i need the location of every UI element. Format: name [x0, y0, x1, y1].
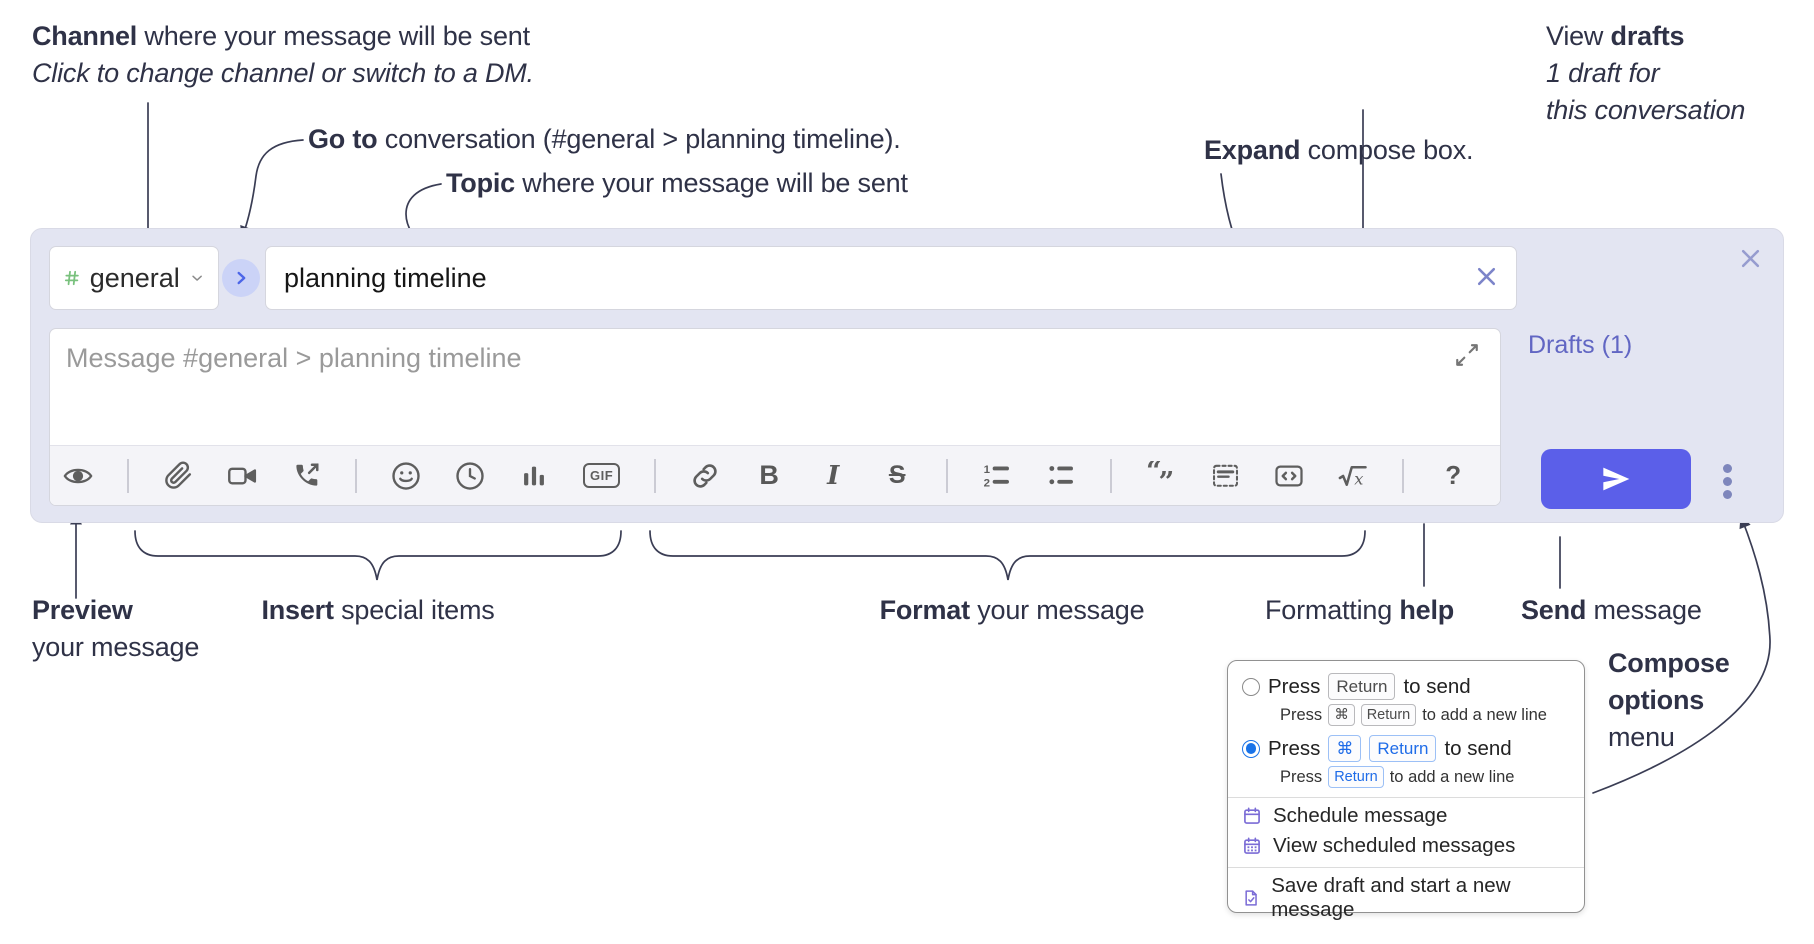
annotation-preview: Preview your message — [32, 595, 200, 662]
go-to-conversation-button[interactable] — [222, 259, 260, 297]
attach-paperclip-icon[interactable] — [163, 459, 193, 493]
time-clock-icon[interactable] — [455, 459, 485, 493]
channel-selector-label: general — [89, 262, 180, 293]
menu-item-schedule-message[interactable]: Schedule message — [1242, 804, 1570, 828]
calendar-icon — [1244, 807, 1260, 824]
svg-text:2: 2 — [983, 477, 989, 489]
option-return-sub: Press ⌘ Return to add a new line — [1280, 704, 1570, 726]
close-compose-icon[interactable] — [1737, 245, 1764, 277]
menu-item-save-draft[interactable]: Save draft and start a new message — [1242, 874, 1570, 922]
expand-compose-icon[interactable] — [1454, 342, 1480, 373]
key-return: Return — [1360, 704, 1417, 726]
radio-unselected-icon[interactable] — [1242, 677, 1260, 696]
insert-brace — [134, 530, 622, 581]
annotation-insert: Insert special items — [261, 595, 495, 625]
send-arrow-icon — [1603, 467, 1630, 491]
italic-icon[interactable]: I — [827, 460, 840, 491]
key-cmd: ⌘ — [1328, 735, 1362, 762]
spoiler-icon[interactable] — [1210, 459, 1240, 493]
send-button[interactable] — [1541, 449, 1691, 509]
gif-icon[interactable]: GIF — [583, 463, 621, 488]
draft-document-icon — [1245, 890, 1257, 906]
chevron-right-icon — [237, 271, 246, 285]
svg-text:”: ” — [1159, 466, 1175, 491]
annotation-topic: Topic where your message will be sent — [446, 168, 908, 198]
code-icon[interactable] — [1274, 459, 1304, 493]
menu-divider — [1228, 797, 1584, 798]
menu-divider — [1228, 867, 1584, 868]
option-cmd-return-sub: Press Return to add a new line — [1280, 766, 1570, 788]
numbered-list-icon[interactable]: 1 2 — [982, 459, 1012, 493]
toolbar-divider — [1110, 458, 1113, 493]
toolbar-divider — [654, 458, 657, 493]
key-return: Return — [1328, 766, 1384, 788]
strikethrough-icon[interactable]: S — [888, 461, 906, 489]
annotation-send: Send message — [1521, 595, 1702, 625]
compose-options-dots-icon[interactable] — [1717, 461, 1737, 501]
quote-icon[interactable]: “ ” — [1146, 459, 1176, 493]
help-icon[interactable]: ? — [1445, 460, 1462, 490]
annotation-channel: Channel where your message will be sent … — [32, 21, 534, 88]
toolbar-divider — [127, 458, 129, 493]
emoji-icon[interactable] — [391, 459, 421, 493]
message-input[interactable] — [50, 329, 1500, 445]
toolbar-divider — [1402, 458, 1405, 493]
toolbar-divider — [946, 458, 949, 493]
message-box: GIF B I S 1 2 — [49, 328, 1501, 506]
voice-call-icon[interactable] — [291, 459, 321, 493]
drafts-link[interactable]: Drafts (1) — [1528, 331, 1633, 359]
format-brace — [649, 530, 1366, 581]
topic-input[interactable] — [265, 246, 1517, 310]
video-call-icon[interactable] — [227, 459, 257, 493]
calendar-grid-icon — [1244, 837, 1260, 854]
svg-text:x: x — [1354, 469, 1363, 488]
compose-options-menu: Press Return to send Press ⌘ Return to a… — [1227, 660, 1585, 921]
chevron-down-icon — [192, 275, 202, 281]
poll-chart-icon[interactable] — [519, 459, 549, 493]
channel-selector[interactable]: general — [49, 246, 219, 310]
compose-box: general Drafts (1) — [30, 228, 1784, 523]
key-return: Return — [1328, 673, 1396, 700]
option-cmd-return-to-send[interactable]: Press ⌘ Return to send — [1242, 735, 1570, 762]
annotation-goto: Go to conversation (#general > planning … — [308, 124, 901, 154]
math-icon[interactable]: x — [1338, 459, 1368, 493]
topic-clear-icon[interactable] — [1473, 263, 1500, 295]
radio-selected-icon[interactable] — [1242, 739, 1260, 758]
menu-item-view-scheduled[interactable]: View scheduled messages — [1242, 834, 1570, 858]
goto-arrow — [240, 139, 304, 240]
channel-hash-icon — [64, 270, 79, 286]
annotation-formatting-help: Formatting help — [1265, 595, 1455, 625]
preview-eye-icon[interactable] — [63, 459, 93, 493]
key-cmd: ⌘ — [1328, 704, 1355, 726]
annotation-expand: Expand compose box. — [1204, 135, 1474, 165]
annotation-format: Format your message — [879, 595, 1145, 625]
compose-toolbar: GIF B I S 1 2 — [50, 445, 1500, 505]
bulleted-list-icon[interactable] — [1046, 459, 1076, 493]
option-return-to-send[interactable]: Press Return to send — [1242, 673, 1570, 700]
toolbar-divider — [355, 458, 357, 493]
link-icon[interactable] — [690, 459, 720, 493]
annotation-view-drafts: View drafts 1 draft for this conversatio… — [1546, 21, 1746, 125]
key-return: Return — [1369, 735, 1437, 762]
svg-text:1: 1 — [983, 464, 990, 476]
svg-text:“: “ — [1146, 461, 1162, 487]
annotation-compose-options: Compose options menu — [1608, 648, 1730, 752]
bold-icon[interactable]: B — [759, 460, 779, 490]
